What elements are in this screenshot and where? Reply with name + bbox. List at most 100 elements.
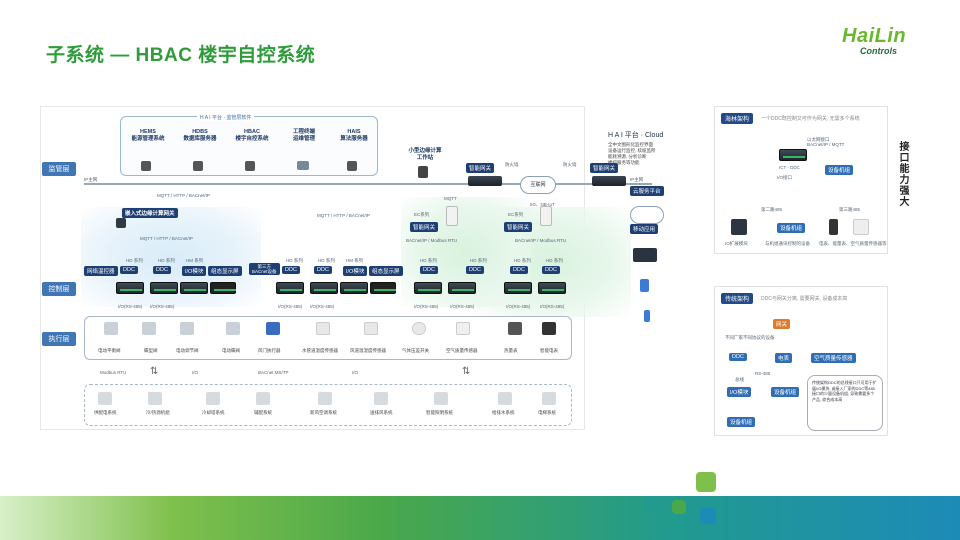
subsystem-label: 送排风系统 <box>370 410 393 415</box>
bacnet-modbus-label: BACnet/IP / Modbus RTU <box>406 238 458 243</box>
trad-device-box: 设备机组 <box>771 387 800 397</box>
io-device <box>340 282 368 294</box>
control-tag: DDC <box>120 266 138 274</box>
cloud-platform-title: H A I 平台 · Cloud <box>608 132 664 139</box>
subsystem-icon <box>98 392 112 405</box>
smart-gateway-device <box>468 176 502 186</box>
system-hems: HEMS 能源管理系统 <box>131 129 165 142</box>
sensor-icon <box>853 219 869 235</box>
io-bus-label: I/O(RS-485) <box>450 304 475 309</box>
sensor-icon <box>364 322 378 335</box>
platform-title: H A I 平台 · 监管层软件 <box>197 114 255 121</box>
updown-arrow-icon: ⇅ <box>150 366 159 377</box>
hailin-ddc-label: ICT - DDC <box>779 165 800 170</box>
hd-series-3: HD 系列 <box>286 258 303 263</box>
execute-item: 风门执行器 <box>258 348 281 353</box>
ddc-device <box>538 282 566 294</box>
port2-label: 第二路485 <box>761 207 783 212</box>
hd-series-6: HD 系列 <box>470 258 487 263</box>
execute-item: 智能电表 <box>540 348 558 353</box>
meter-icon <box>829 219 838 235</box>
hailin-device-unit: 设备机组 <box>825 165 854 175</box>
water-label: 与机组通讯控制的设备 <box>765 241 810 246</box>
control-tag: DDC <box>466 266 484 274</box>
ddc-device <box>116 282 144 294</box>
decor-square <box>672 500 686 514</box>
laptop-icon <box>633 248 657 262</box>
subsystem-label: 冷/热源机组 <box>146 410 170 415</box>
subsystem-label: 新风空调系统 <box>310 410 337 415</box>
subsystem-label: 给排水系统 <box>492 410 515 415</box>
io-bus-label: I/O(RS-485) <box>310 304 335 309</box>
hailin-arch-tag: 海林架构 <box>721 113 754 124</box>
expand-label: IO扩展模块 <box>725 241 748 246</box>
ddc-device <box>150 282 178 294</box>
layer-monitor: 监管层 <box>42 162 76 176</box>
hailin-logo: HaiLin Controls <box>842 26 930 64</box>
execute-item: 电动调节阀 <box>176 348 199 353</box>
io-bus-label: I/O(RS-485) <box>118 304 143 309</box>
server-icon <box>141 161 151 171</box>
subsystem-label: 冷却塔系统 <box>202 410 225 415</box>
edge-pc-icon <box>418 166 428 178</box>
layer-execute: 执行层 <box>42 332 76 346</box>
cloud-desc: 全中文图形化监控界面 设备运行监控, 续缆监所 能耗溯源, 分析诊断 楼控服务等… <box>608 142 656 165</box>
control-tag: I/O模块 <box>182 266 207 276</box>
page-title: 子系统 — HBAC 楼宇自控系统 <box>46 45 316 66</box>
hd-series-5: HD 系列 <box>420 258 437 263</box>
execute-item: 风道温湿度传感器 <box>350 348 386 353</box>
control-tag: 组态显示屏 <box>208 266 242 276</box>
layer-control: 控制层 <box>42 282 76 296</box>
ddc-device <box>504 282 532 294</box>
subsystem-icon <box>498 392 512 405</box>
hd-series-1: HD 系列 <box>126 258 143 263</box>
decor-square <box>700 508 716 524</box>
valve-icon <box>180 322 194 335</box>
ddc-device <box>448 282 476 294</box>
subsystem-label: 电梯系统 <box>538 410 556 415</box>
updown-arrow-icon: ⇅ <box>462 366 471 377</box>
hai-platform-box: H A I 平台 · 监管层软件 HEMS 能源管理系统 HDBS 数据库服务器… <box>120 114 378 176</box>
ip-bus-label-right: IP主网 <box>630 177 644 182</box>
hm-series-2: HM 系列 <box>346 258 364 263</box>
traditional-architecture-panel: 传统架构 DDC与网关分离, 需要网关, 设备成本高 网关 不同厂家不同协议的设… <box>714 286 888 436</box>
modbus-label: Modbus RTU <box>100 370 127 375</box>
control-tag: DDC <box>420 266 438 274</box>
subsystem-icon <box>148 392 162 405</box>
io-bus-label: I/O(RS-485) <box>150 304 175 309</box>
control-tag: DDC <box>510 266 528 274</box>
meters-label: 电表、能量表、空气质量传感器等 <box>819 241 887 246</box>
ddc-device <box>276 282 304 294</box>
io-expansion-icon <box>731 219 747 235</box>
air-quality-sensor-icon <box>456 322 470 335</box>
execute-item: 气体压差开关 <box>402 348 429 353</box>
execute-item: 电动蝶阀 <box>222 348 240 353</box>
tablet-icon <box>640 279 649 292</box>
control-tag: DDC <box>282 266 300 274</box>
gateway-note: 不同厂家不同协议的设备 <box>725 335 775 340</box>
control-tag: DDC <box>542 266 560 274</box>
subsystem-label: 辅配系统 <box>254 410 272 415</box>
hm-series-1: HM 系列 <box>186 258 204 263</box>
sensor-icon <box>316 322 330 335</box>
traditional-arch-desc: DDC与网关分离, 需要网关, 设备成本高 <box>761 296 848 302</box>
hd-series-8: HD 系列 <box>546 258 563 263</box>
display-device <box>370 282 396 294</box>
io-label: I/O <box>192 370 199 375</box>
hailin-ddc-device <box>779 149 807 161</box>
io-bus-label: I/O(RS-485) <box>506 304 531 309</box>
ec-device-icon-2 <box>540 206 552 226</box>
firewall-label: 防火墙 <box>505 162 519 167</box>
ip-main-bus <box>84 183 652 185</box>
embedded-gateway-icon <box>116 218 126 228</box>
trad-io-box: I/O模块 <box>727 387 752 397</box>
decor-square <box>696 472 716 492</box>
trad-device-box-2: 设备机组 <box>727 417 756 427</box>
ddc-device <box>414 282 442 294</box>
logo-main: HaiLin <box>842 25 907 47</box>
proto-label-3: MQTT / HTTP / BACnet/IP <box>140 236 193 241</box>
trad-air-box: 空气质量传感器 <box>811 353 856 363</box>
ec-smart-gateway-tag-2: 智能网关 <box>504 222 533 232</box>
control-tag: DDC <box>314 266 332 274</box>
mqtt-label: MQTT <box>444 196 457 201</box>
